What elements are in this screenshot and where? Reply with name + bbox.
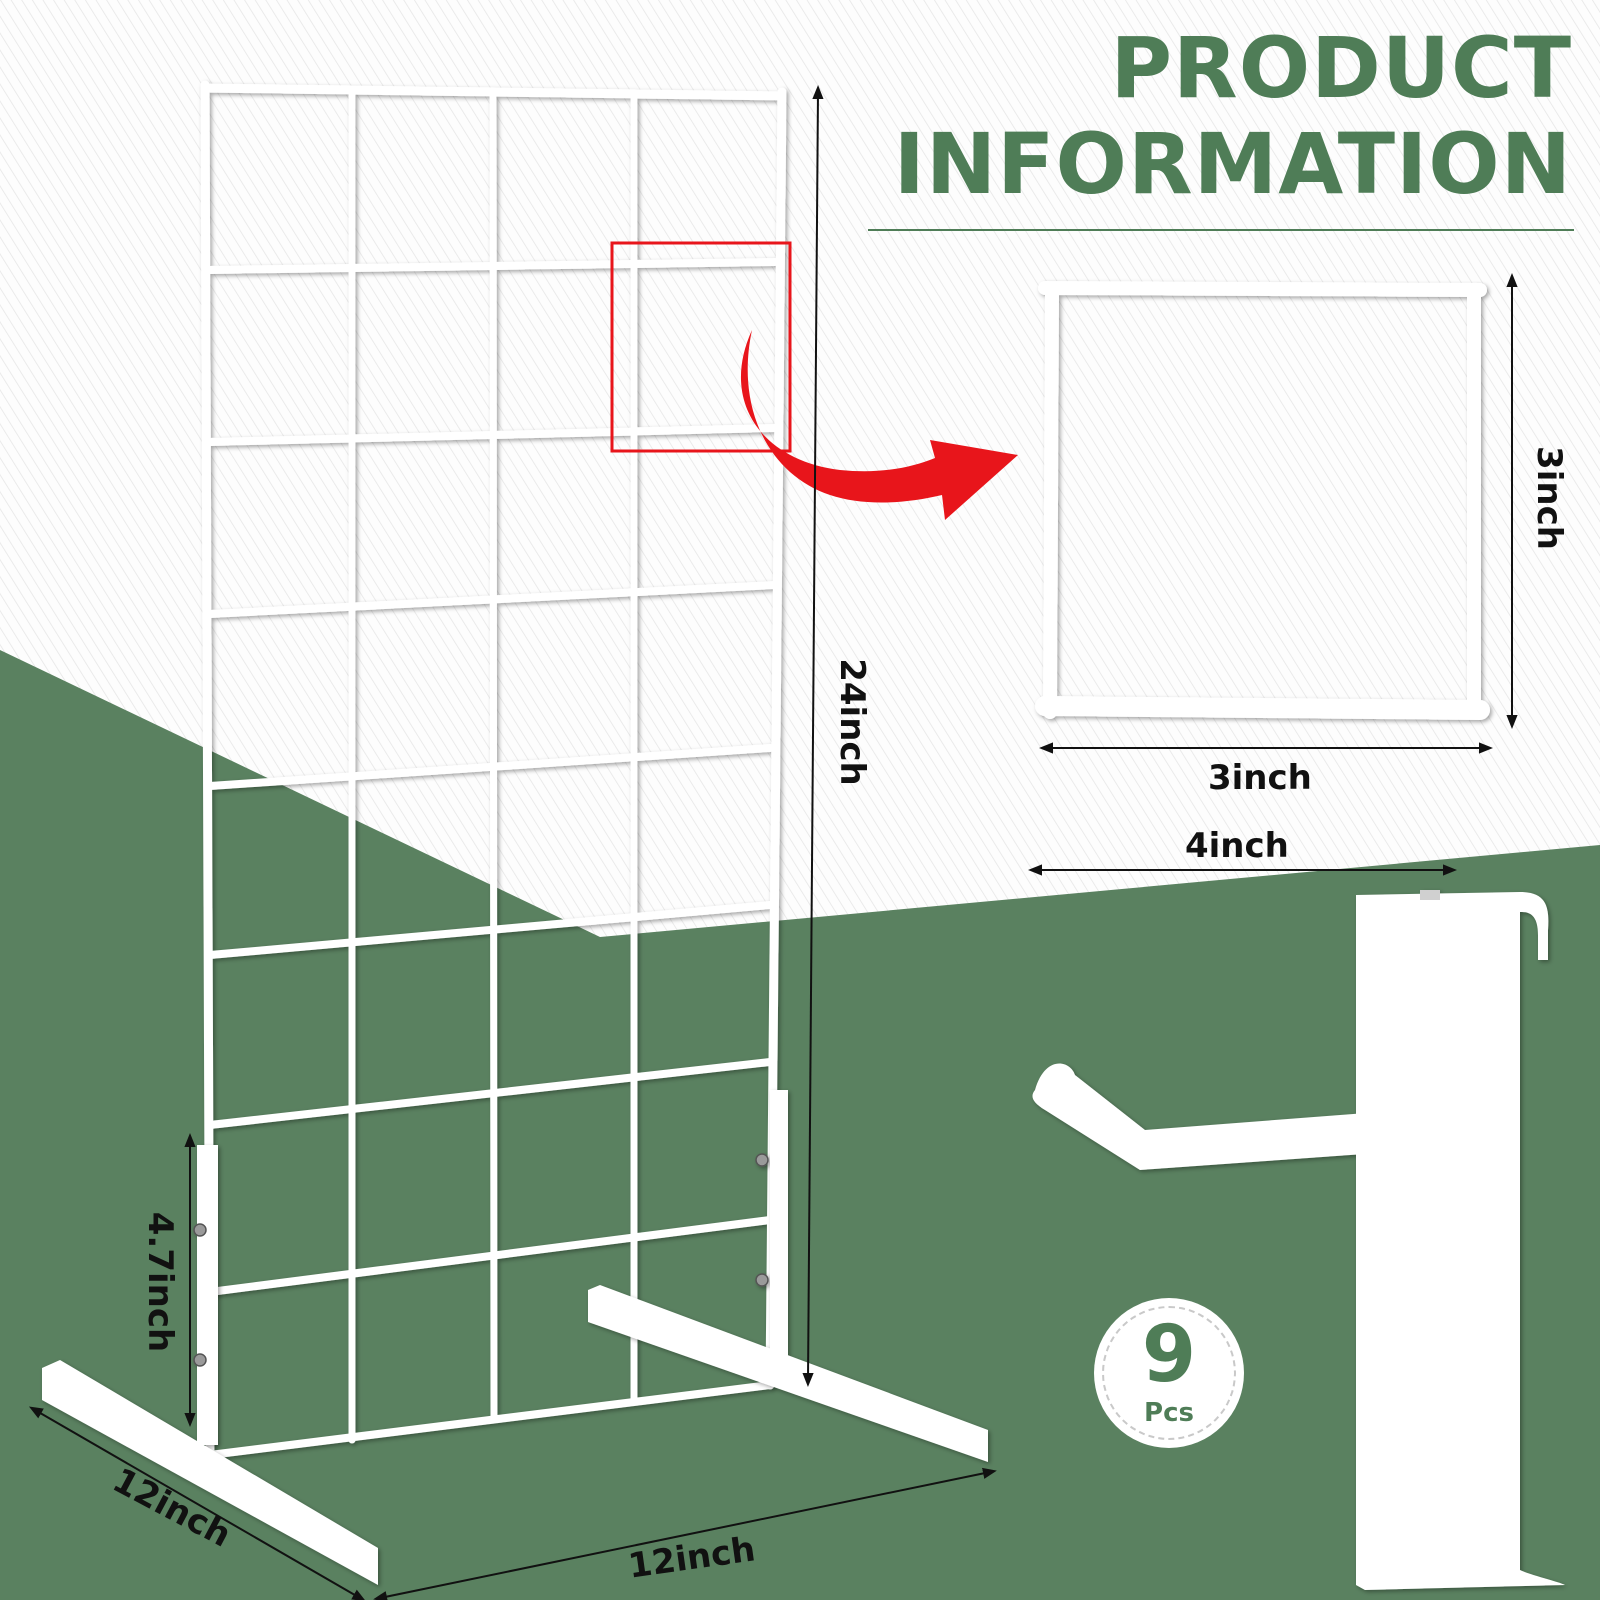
grid-cell-highlight-box bbox=[610, 241, 792, 453]
leg-height-label: 4.7inch bbox=[140, 1211, 181, 1353]
left-leg-upright bbox=[197, 1145, 218, 1445]
cell-height-label: 3inch bbox=[1528, 446, 1569, 550]
title-underline bbox=[868, 229, 1574, 231]
double-arrow-icon bbox=[373, 1467, 997, 1600]
hook-backplate bbox=[1356, 892, 1565, 1590]
hook-rod bbox=[1032, 1063, 1447, 1332]
dimension-lines bbox=[28, 85, 1518, 1600]
zoomed-grid-cell bbox=[1035, 281, 1490, 720]
cell-width-label: 3inch bbox=[1208, 758, 1312, 798]
page-title-line1: PRODUCT bbox=[1110, 19, 1572, 117]
quantity-count: 9 bbox=[1141, 1310, 1197, 1400]
right-foot bbox=[588, 1285, 988, 1462]
hook-length-label: 4inch bbox=[1185, 826, 1289, 866]
badge-ring bbox=[1102, 1306, 1236, 1440]
quantity-unit: Pcs bbox=[1144, 1398, 1194, 1428]
double-arrow-icon bbox=[802, 85, 824, 1387]
panel-height-label: 24inch bbox=[831, 658, 872, 786]
double-arrow-icon bbox=[28, 1406, 367, 1600]
right-leg-upright bbox=[770, 1090, 788, 1380]
page-title-line2: INFORMATION bbox=[893, 115, 1572, 213]
grid-hook bbox=[1032, 890, 1565, 1590]
quantity-badge: 9 Pcs bbox=[1094, 1298, 1244, 1448]
